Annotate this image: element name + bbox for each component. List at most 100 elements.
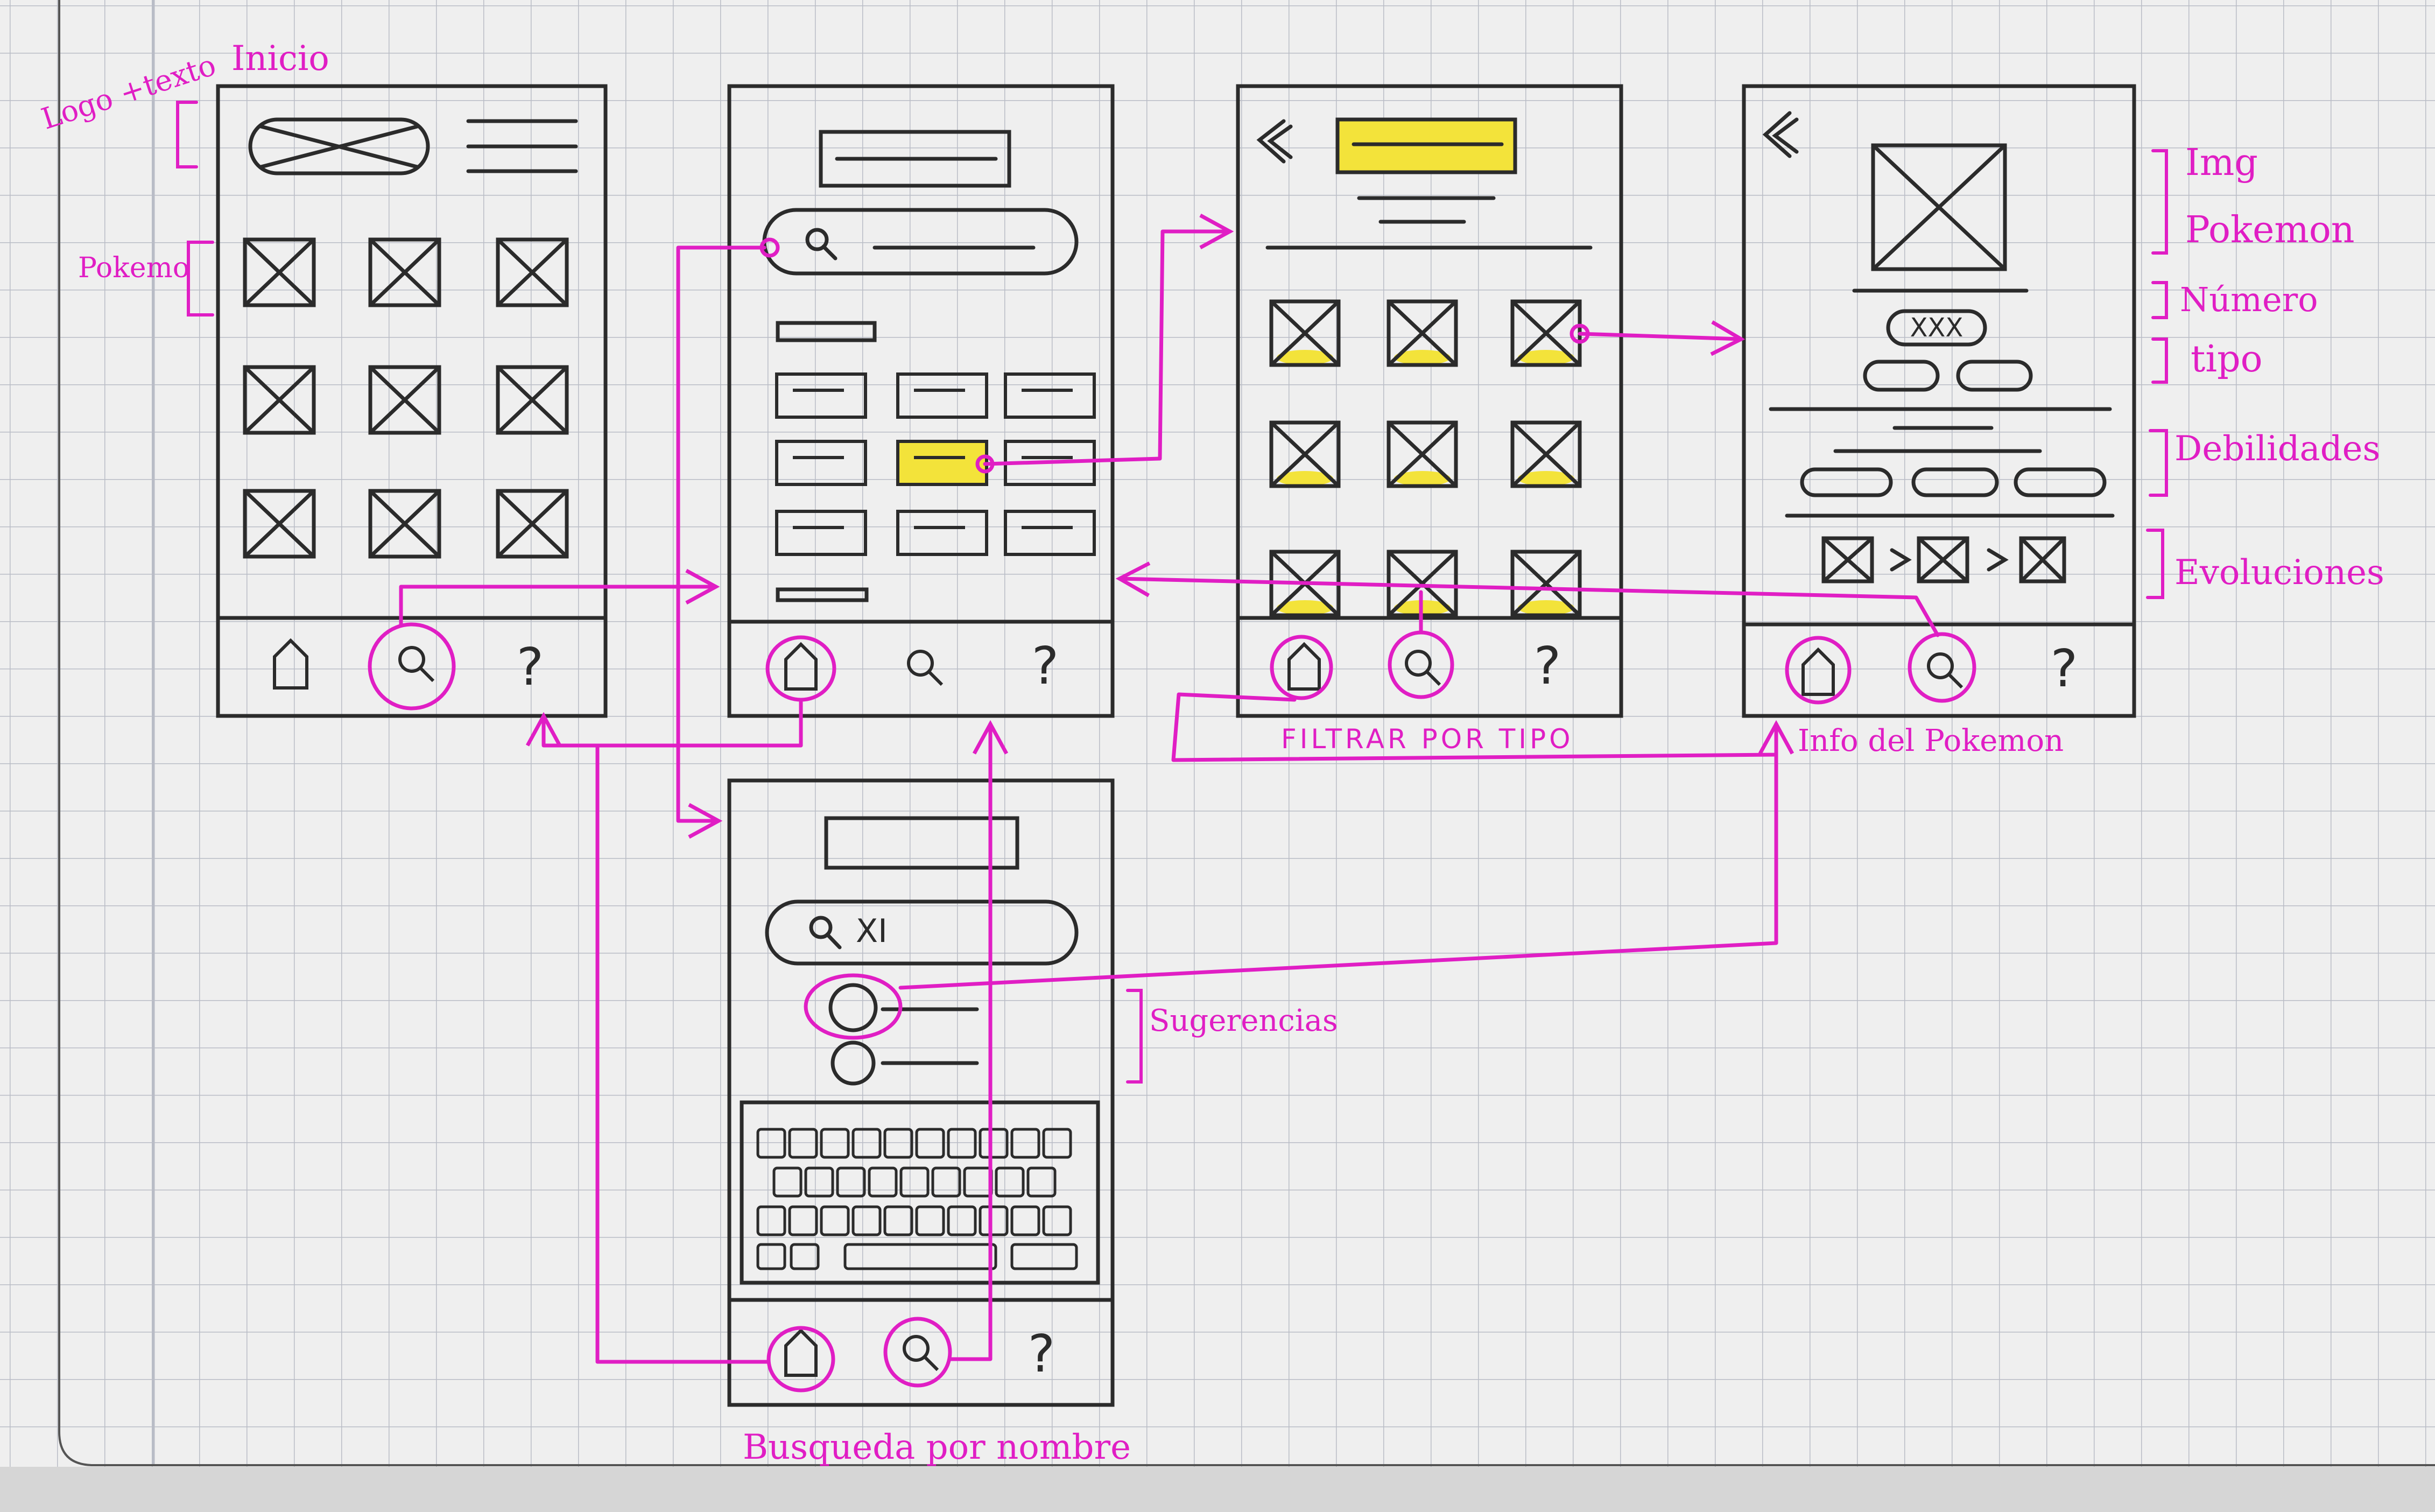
type-button[interactable] <box>1004 510 1096 556</box>
pokemon-thumbnail[interactable] <box>368 237 441 307</box>
pokemon-thumbnail[interactable] <box>368 365 441 435</box>
tipos-nav-bar: ? <box>784 637 1059 696</box>
back-chevron-icon[interactable] <box>1762 111 1799 158</box>
label-numero: Número <box>2180 280 2318 319</box>
keyboard-key[interactable] <box>915 1205 945 1236</box>
keyboard <box>740 1100 1100 1285</box>
keyboard-key[interactable] <box>1010 1243 1078 1270</box>
suggestion-avatar <box>828 983 878 1032</box>
help-icon[interactable]: ? <box>1032 637 1059 696</box>
keyboard-key[interactable] <box>820 1128 850 1159</box>
keyboard-key[interactable] <box>1010 1205 1040 1236</box>
keyboard-key[interactable] <box>756 1205 786 1236</box>
screen-info <box>1742 84 2136 718</box>
help-icon[interactable]: ? <box>1534 637 1561 696</box>
pokemon-number-value: XXX <box>1910 313 1964 343</box>
pokemon-thumbnail[interactable] <box>496 237 569 307</box>
keyboard-key[interactable] <box>868 1166 898 1198</box>
pokemon-thumbnail[interactable] <box>1387 299 1458 367</box>
search-icon[interactable] <box>398 646 435 683</box>
pokemon-thumbnail[interactable] <box>243 489 316 559</box>
keyboard-key[interactable] <box>947 1128 977 1159</box>
screen-filtrado <box>1236 84 1623 718</box>
pokemon-thumbnail[interactable] <box>243 237 316 307</box>
home-icon[interactable] <box>784 642 818 691</box>
keyboard-key[interactable] <box>1010 1128 1040 1159</box>
keyboard-key[interactable] <box>1026 1166 1057 1198</box>
keyboard-key[interactable] <box>883 1205 913 1236</box>
pokemon-thumbnail[interactable] <box>243 365 316 435</box>
info-nav-bar: ? <box>1801 639 2078 699</box>
keyboard-key[interactable] <box>836 1166 866 1198</box>
keyboard-key[interactable] <box>883 1128 913 1159</box>
type-pill <box>1863 360 1940 392</box>
keyboard-key[interactable] <box>1042 1128 1072 1159</box>
label-info-pokemon: Info del Pokemon <box>1798 723 2064 758</box>
label-pokemon-grid: Pokemo <box>78 252 189 284</box>
keyboard-key[interactable] <box>851 1205 882 1236</box>
keyboard-key[interactable] <box>947 1205 977 1236</box>
keyboard-key[interactable] <box>772 1166 803 1198</box>
search-input-value: XI <box>856 912 888 950</box>
home-icon[interactable] <box>1801 647 1835 696</box>
keyboard-key[interactable] <box>788 1205 818 1236</box>
screen-tipos <box>727 84 1115 718</box>
flow-connectors <box>368 213 1976 1393</box>
type-pill <box>1956 360 2033 392</box>
keyboard-keys <box>756 1128 1078 1270</box>
pokemon-image <box>1871 143 2007 271</box>
help-icon[interactable]: ? <box>517 638 544 697</box>
keyboard-key[interactable] <box>931 1166 961 1198</box>
home-icon[interactable] <box>784 1328 818 1377</box>
keyboard-key[interactable] <box>756 1243 786 1270</box>
inicio-nav-bar: ? <box>273 638 544 697</box>
keyboard-key[interactable] <box>804 1166 834 1198</box>
home-icon[interactable] <box>273 638 308 690</box>
keyboard-key[interactable] <box>915 1128 945 1159</box>
busqueda-nav-bar: ? <box>784 1325 1055 1384</box>
keyboard-key[interactable] <box>820 1205 850 1236</box>
type-button[interactable] <box>896 372 988 419</box>
pokemon-thumbnail[interactable] <box>1387 420 1458 488</box>
type-button[interactable] <box>775 372 867 419</box>
search-input[interactable] <box>765 899 1079 966</box>
keyboard-key[interactable] <box>1042 1205 1072 1236</box>
label-sugerencias: Sugerencias <box>1149 1003 1338 1038</box>
keyboard-key[interactable] <box>979 1128 1009 1159</box>
filtrado-nav-bar: ? <box>1287 637 1561 696</box>
keyboard-key[interactable] <box>851 1128 882 1159</box>
pokemon-thumbnail[interactable] <box>496 365 569 435</box>
pokemon-thumbnail[interactable] <box>1269 420 1341 488</box>
type-button[interactable] <box>775 510 867 556</box>
search-icon[interactable] <box>1405 650 1441 686</box>
suggestion-avatar <box>831 1040 876 1086</box>
search-icon[interactable] <box>907 650 944 686</box>
help-icon[interactable]: ? <box>1028 1325 1055 1384</box>
keyboard-key[interactable] <box>995 1166 1025 1198</box>
keyboard-key[interactable] <box>756 1128 786 1159</box>
home-icon[interactable] <box>1287 642 1321 691</box>
pokemon-thumbnail[interactable] <box>1269 299 1341 367</box>
search-icon[interactable] <box>903 1335 939 1372</box>
pokemon-thumbnail[interactable] <box>368 489 441 559</box>
type-button[interactable] <box>896 510 988 556</box>
pokemon-thumbnail[interactable] <box>1510 550 1582 617</box>
pokemon-thumbnail[interactable] <box>1510 420 1582 488</box>
label-inicio: Inicio <box>231 39 329 79</box>
type-button[interactable] <box>775 440 867 486</box>
type-button[interactable] <box>1004 372 1096 419</box>
pokemon-image-grid <box>243 237 569 559</box>
label-debilidades: Debilidades <box>2174 429 2380 469</box>
keyboard-key[interactable] <box>979 1205 1009 1236</box>
search-icon[interactable] <box>1927 652 1964 689</box>
help-icon[interactable]: ? <box>2051 639 2078 699</box>
type-button-selected[interactable] <box>896 440 988 486</box>
pokemon-thumbnail[interactable] <box>496 489 569 559</box>
keyboard-key[interactable] <box>899 1166 930 1198</box>
keyboard-key[interactable] <box>788 1128 818 1159</box>
back-chevron-icon[interactable] <box>1256 119 1293 164</box>
keyboard-key[interactable] <box>790 1243 820 1270</box>
pokemon-number-pill <box>1886 309 1987 347</box>
keyboard-spacebar[interactable] <box>843 1243 997 1270</box>
